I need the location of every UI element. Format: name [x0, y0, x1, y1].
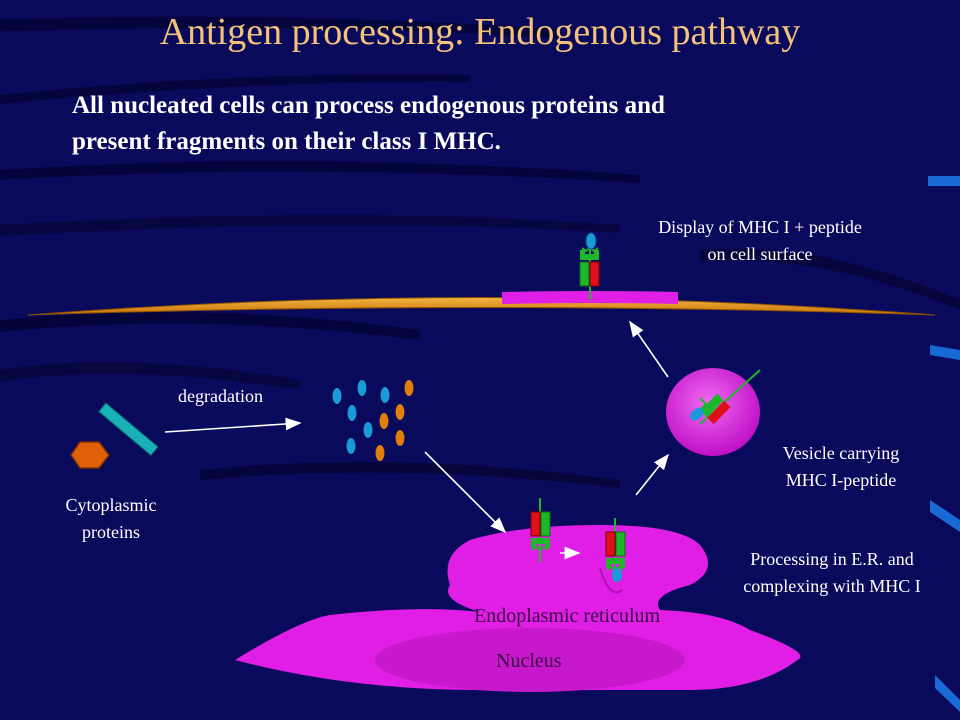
arrow-to-surface	[629, 320, 669, 378]
subtitle-line-2: present fragments on their class I MHC.	[72, 128, 501, 155]
arrow-degradation	[164, 417, 302, 433]
background-streaks	[0, 16, 960, 488]
label-vesicle: Vesicle carrying MHC I-peptide	[760, 440, 922, 494]
vesicle	[666, 368, 761, 456]
label-cytoplasmic: Cytoplasmic proteins	[48, 492, 174, 546]
slide-title: Antigen processing: Endogenous pathway	[159, 11, 801, 53]
slide-subtitle: All nucleated cells can process endogeno…	[72, 88, 665, 160]
label-processing-line-2: complexing with MHC I	[743, 576, 921, 596]
label-processing: Processing in E.R. and complexing with M…	[712, 546, 952, 600]
label-display: Display of MHC I + peptide on cell surfa…	[622, 214, 898, 268]
label-vesicle-line-2: MHC I-peptide	[785, 470, 897, 490]
pathway-arrows	[164, 320, 669, 560]
surface-mhc-complex	[579, 232, 600, 301]
label-nucleus: Nucleus	[496, 650, 562, 672]
er-mhc-complex-2	[605, 517, 626, 583]
label-degradation: degradation	[178, 386, 263, 406]
cell-membrane	[27, 291, 936, 316]
label-processing-line-1: Processing in E.R. and	[750, 549, 914, 569]
label-er: Endoplasmic reticulum	[474, 605, 661, 627]
label-vesicle-line-1: Vesicle carrying	[782, 443, 900, 463]
label-cytoplasmic-line-1: Cytoplasmic	[65, 495, 157, 515]
edge-decoration	[928, 176, 960, 712]
label-display-line-1: Display of MHC I + peptide	[658, 217, 862, 237]
label-cytoplasmic-line-2: proteins	[82, 522, 140, 542]
label-display-line-2: on cell surface	[707, 244, 813, 264]
nucleus	[375, 628, 685, 692]
arrow-to-er	[424, 451, 507, 534]
arrow-to-vesicle	[635, 453, 669, 496]
subtitle-line-1: All nucleated cells can process endogeno…	[72, 92, 665, 119]
peptide-fragments	[332, 380, 414, 461]
cytoplasmic-protein	[70, 402, 159, 469]
